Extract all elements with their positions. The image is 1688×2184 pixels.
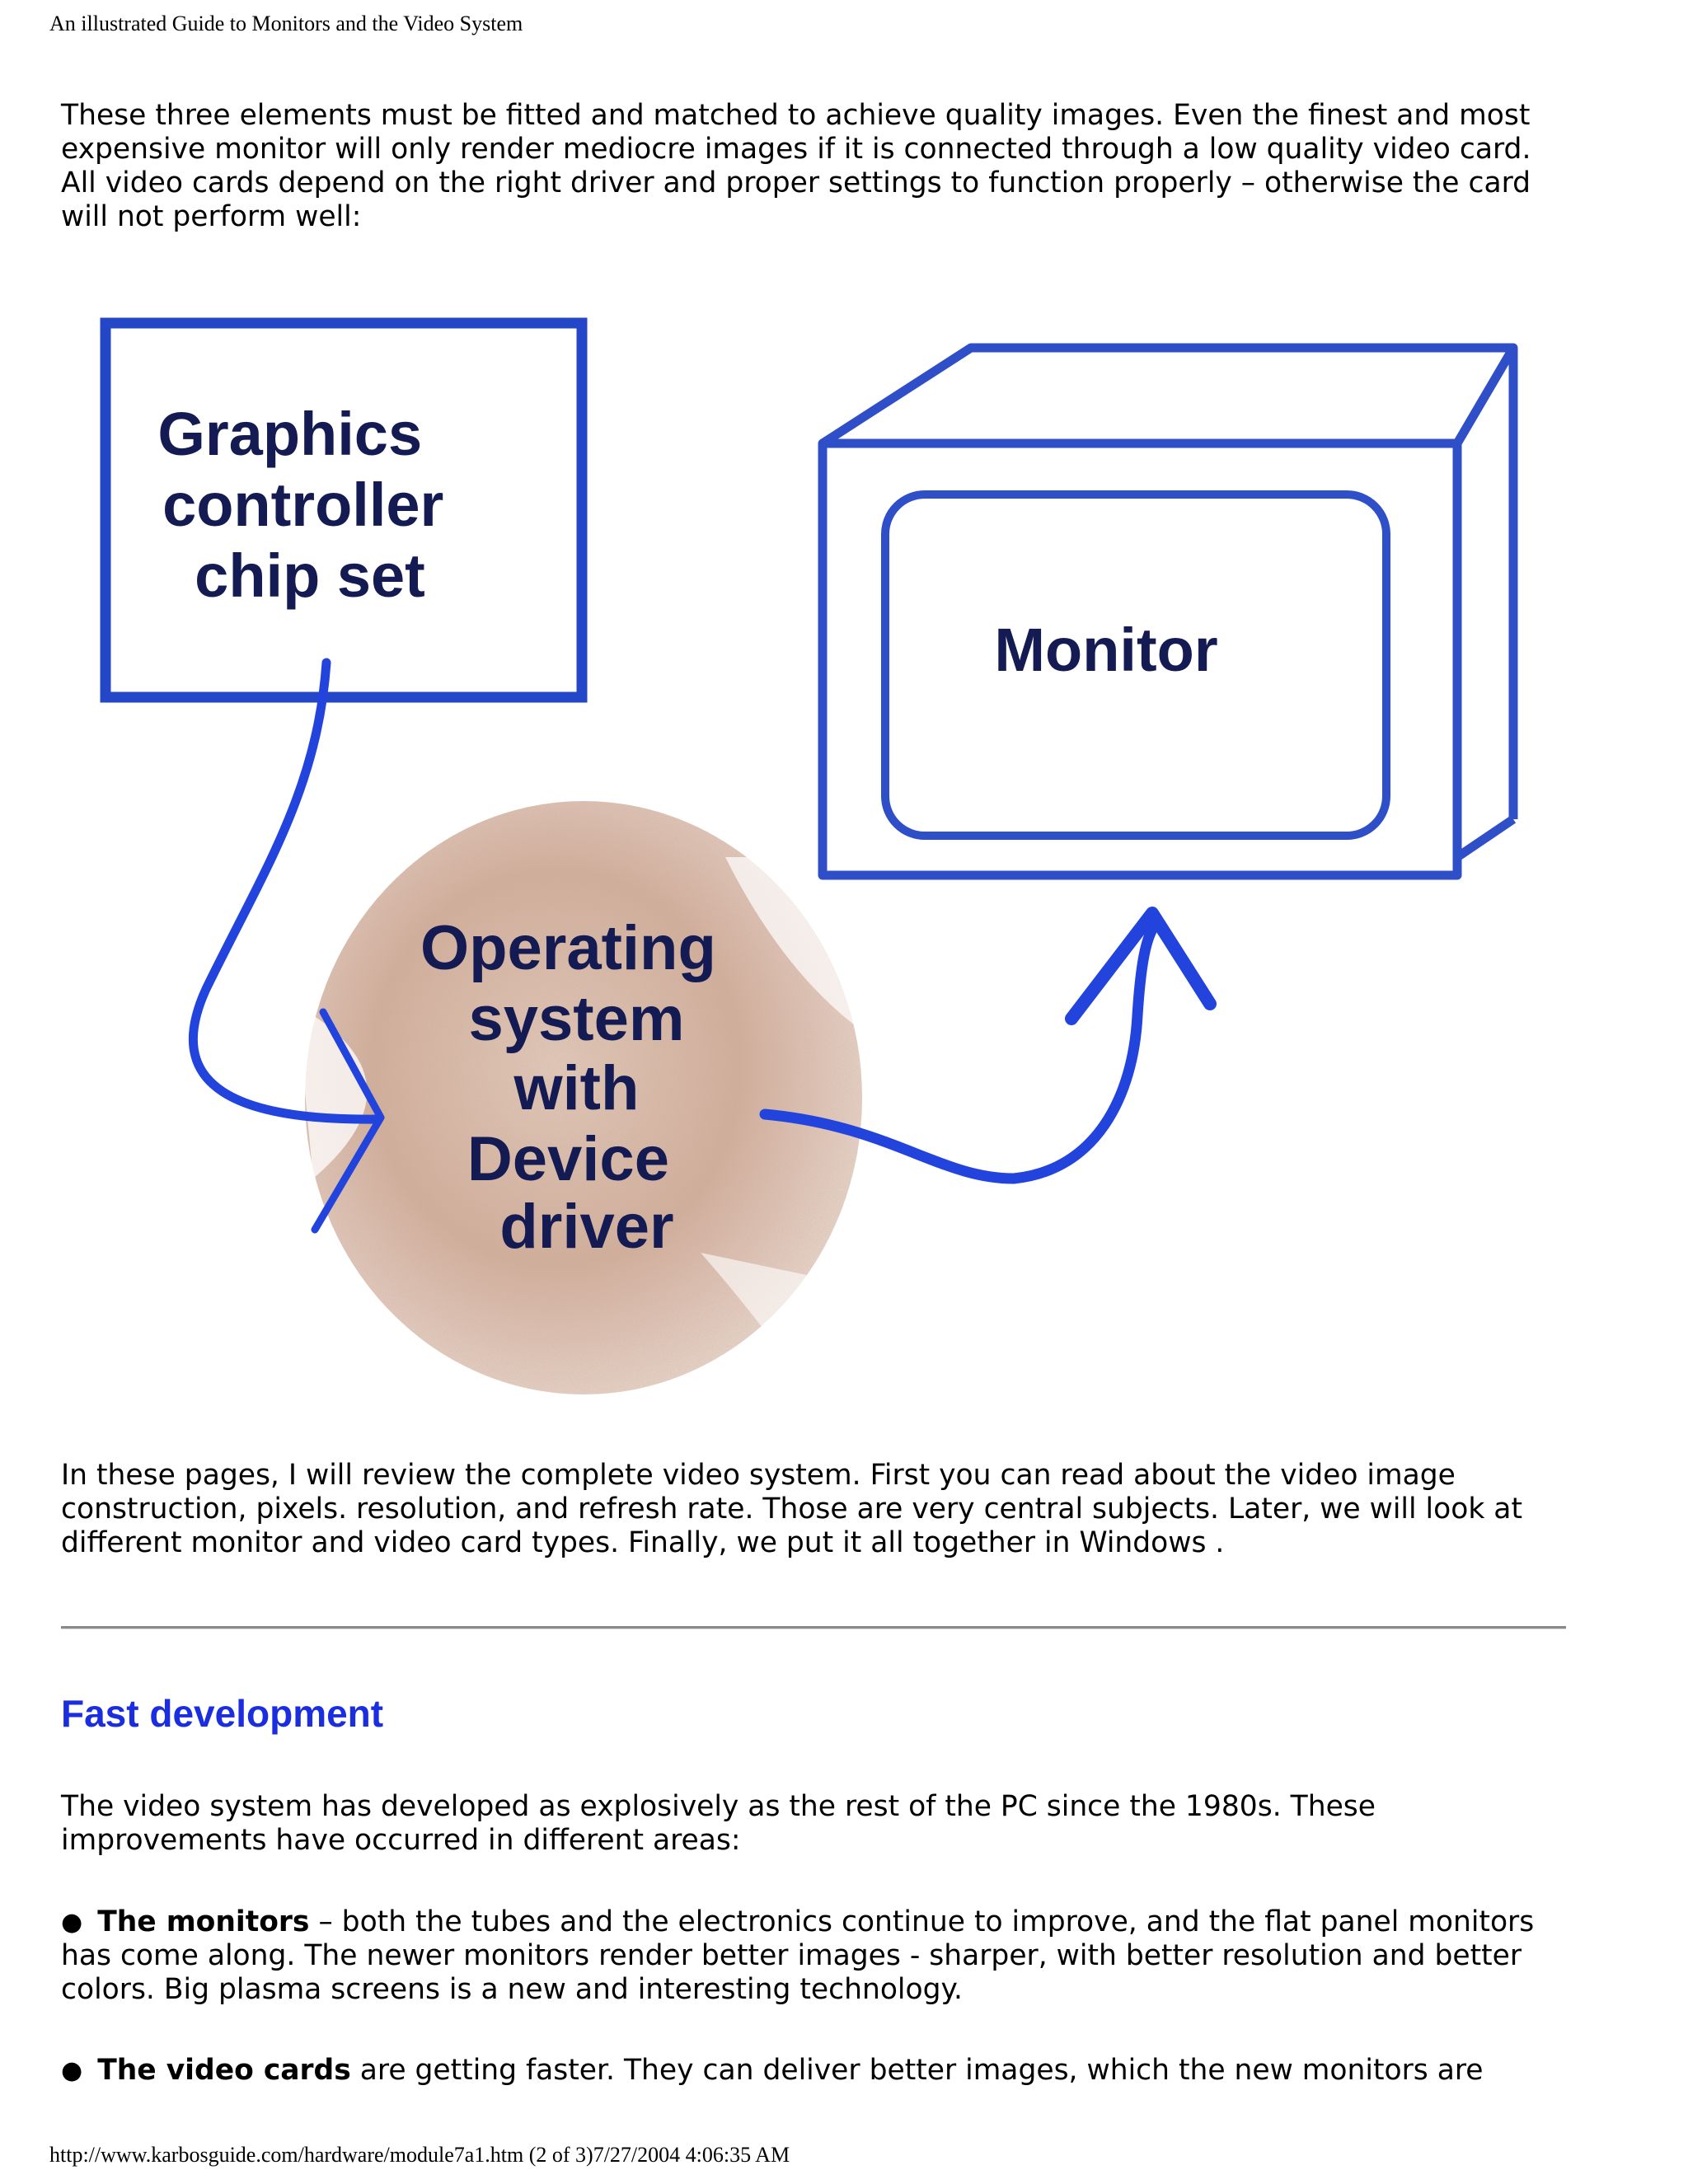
os-label-line-1: Operating <box>420 913 716 983</box>
horizontal-divider <box>61 1626 1566 1629</box>
monitor-box <box>818 343 1518 880</box>
bullet-text: are getting faster. They can deliver bet… <box>350 2054 1484 2087</box>
document-title: An illustrated Guide to Monitors and the… <box>49 12 523 35</box>
footer-url: http://www.karbosguide.com/hardware/modu… <box>49 2143 790 2167</box>
os-label-line-5: driver <box>499 1192 673 1262</box>
bullet-item-monitors: ● The monitors – both the tubes and the e… <box>61 1905 1569 2007</box>
os-label-line-3: with <box>513 1053 639 1123</box>
monitor-label: Monitor <box>994 616 1217 684</box>
bullet-term: The video cards <box>97 2054 351 2087</box>
video-system-diagram: Graphics controller chip set Monitor Ope… <box>100 317 1518 1394</box>
os-label-line-2: system <box>468 984 684 1054</box>
graphics-controller-box <box>100 317 588 703</box>
os-label-line-4: Device <box>467 1124 669 1194</box>
bullet-icon: ● <box>61 2056 83 2085</box>
chipset-label-line-3: chip set <box>195 541 425 610</box>
operating-system-circle <box>297 801 862 1394</box>
review-paragraph: In these pages, I will review the comple… <box>61 1459 1522 1559</box>
chipset-label: Graphics controller chip set <box>157 400 461 610</box>
arrow-os-to-monitor <box>759 907 1217 1184</box>
bullet-term: The monitors <box>97 1905 310 1938</box>
section-heading: Fast development <box>61 1692 384 1735</box>
chipset-label-line-2: controller <box>162 471 443 539</box>
arrow-chipset-to-os <box>188 658 385 1234</box>
development-paragraph: The video system has developed as explos… <box>61 1790 1376 1857</box>
chipset-label-line-1: Graphics <box>157 400 422 468</box>
bullet-item-video-cards: ● The video cards are getting faster. The… <box>61 2054 1569 2088</box>
intro-paragraph: These three elements must be fitted and … <box>61 99 1531 233</box>
bullet-icon: ● <box>61 1908 83 1937</box>
bullet-text: – both the tubes and the electronics con… <box>61 1905 1535 2006</box>
operating-system-label: Operating system with Device driver <box>420 913 734 1262</box>
